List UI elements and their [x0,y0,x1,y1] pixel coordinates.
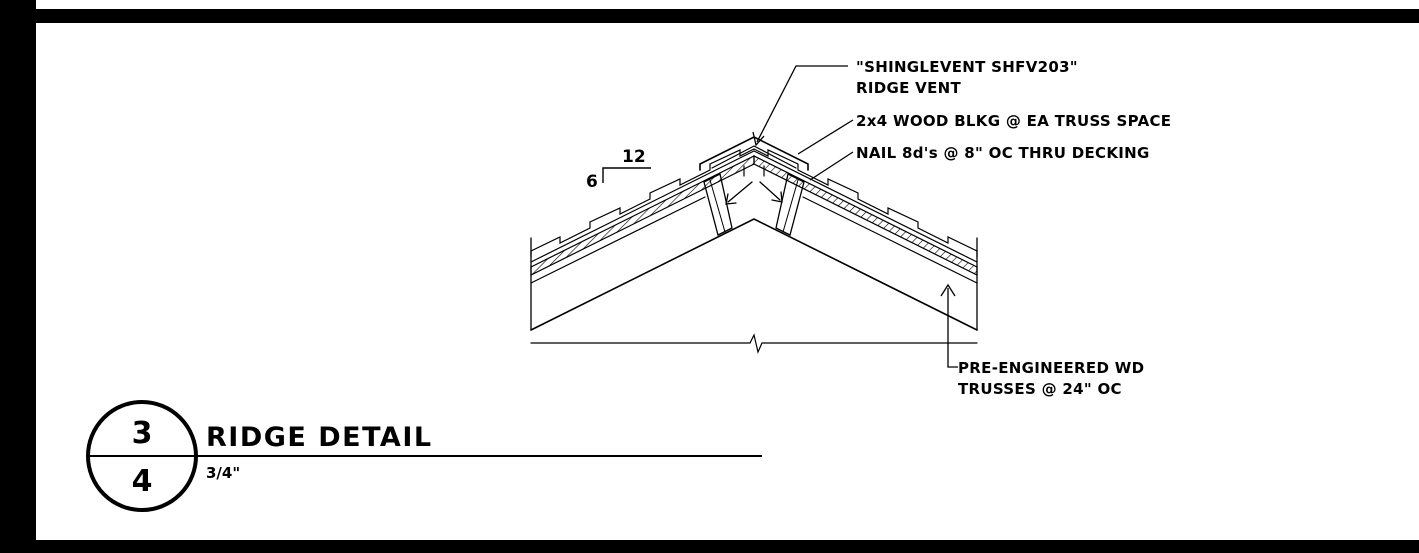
ridge-vent-leader-arrow [752,131,765,147]
ridge-vent-callout-line2: RIDGE VENT [856,79,961,97]
truss-top-chord [530,218,978,331]
detail-title: RIDGE DETAIL [206,422,433,453]
slope-rise: 6 [586,172,598,192]
right-decking [753,155,978,276]
truss-leader-arrow [940,283,956,297]
detail-number: 3 [132,416,153,451]
left-shingles [530,148,755,258]
slope-run: 12 [622,147,646,167]
roof-assembly [530,136,978,354]
slope-indicator [602,167,651,183]
truss-leader [947,288,958,368]
right-underlayment [753,150,978,263]
right-blocking-diag [782,179,799,233]
blocking-leader [797,119,854,155]
blocking-callout: 2x4 WOOD BLKG @ EA TRUSS SPACE [856,112,1171,130]
detail-title-block [86,400,762,512]
nailing-callout: NAIL 8d's @ 8" OC THRU DECKING [856,144,1150,162]
right-eave-line [802,196,978,284]
ridge-vent-inner [711,145,797,169]
airflow-arrowhead-right [771,191,783,203]
ridge-vent-callout-line1: "SHINGLEVENT SHFV203" [856,58,1078,76]
right-shingles [753,148,978,258]
ridge-vent-leader [756,65,848,143]
dimension-line [530,333,978,354]
detail-scale: 3/4" [206,464,240,482]
sheet-number: 4 [132,464,153,499]
left-blocking [703,173,733,236]
trusses-callout-line1: PRE-ENGINEERED WD [958,359,1144,377]
right-blocking [775,173,805,236]
leaders [752,65,958,368]
left-eave-line [530,196,706,284]
nailing-leader [809,151,854,181]
airflow-arrow-right [759,181,781,201]
left-blocking-diag [709,179,726,233]
slope-triangle [602,167,651,183]
trusses-callout-line2: TRUSSES @ 24" OC [958,380,1122,398]
airflow-arrow-left [727,181,753,203]
left-underlayment [530,150,755,263]
airflow-arrowhead-left [725,193,737,205]
